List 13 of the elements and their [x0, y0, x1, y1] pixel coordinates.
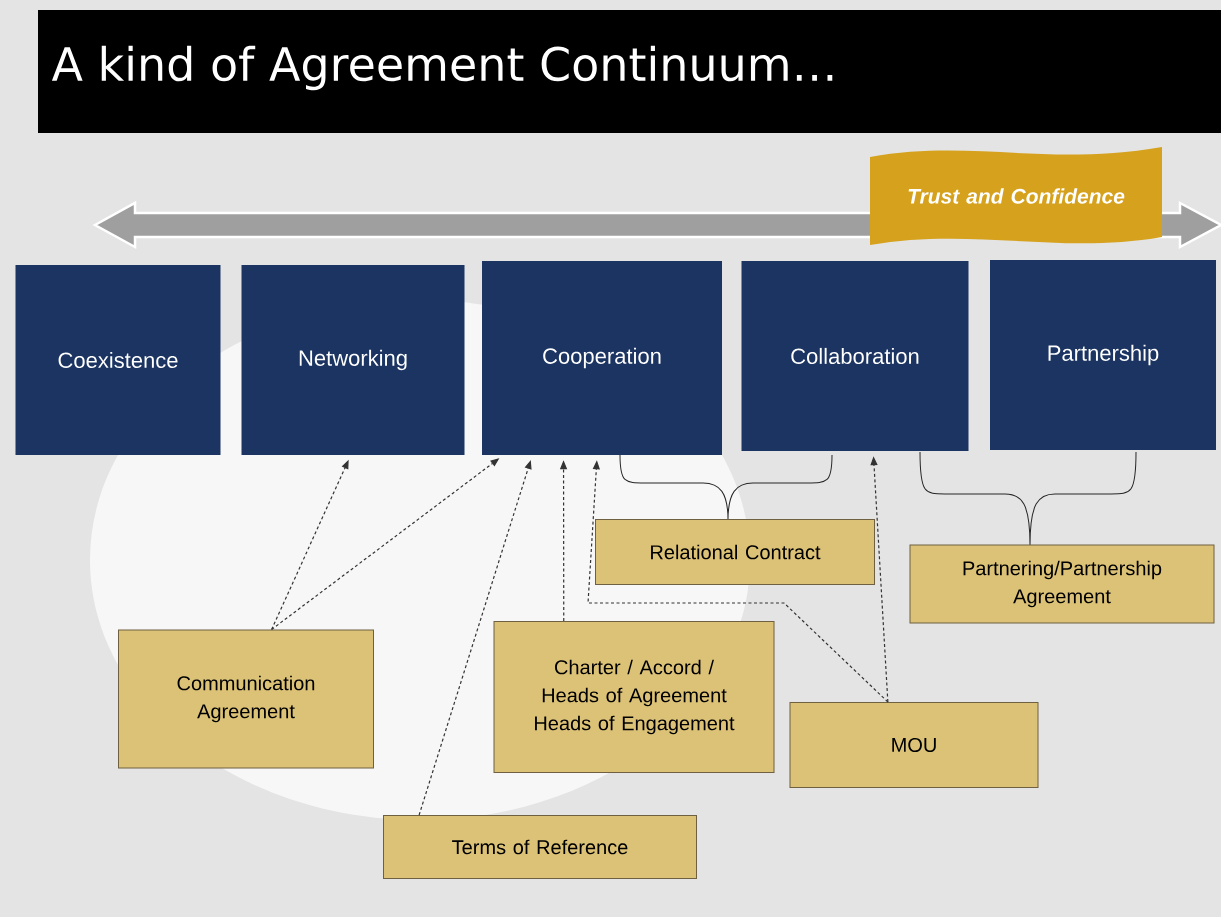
agreement-box: Communication Agreement [118, 629, 374, 769]
arrow [418, 460, 532, 816]
agreement-box: Charter / Accord / Heads of Agreement Heads of Engagement [493, 621, 775, 773]
stage-box: Coexistence [15, 265, 221, 455]
agreement-box: MOU [789, 702, 1039, 788]
stage-box: Networking [241, 265, 465, 455]
stage-box: Cooperation [482, 261, 722, 455]
agreement-box: Relational Contract [595, 519, 875, 585]
agreement-box: Partnering/Partnership Agreement [909, 544, 1215, 624]
agreement-box: Terms of Reference [383, 815, 697, 879]
title-bar: A kind of Agreement Continuum… [38, 10, 1221, 133]
stage-box: Collaboration [741, 261, 969, 451]
stage-box: Partnership [990, 260, 1216, 450]
